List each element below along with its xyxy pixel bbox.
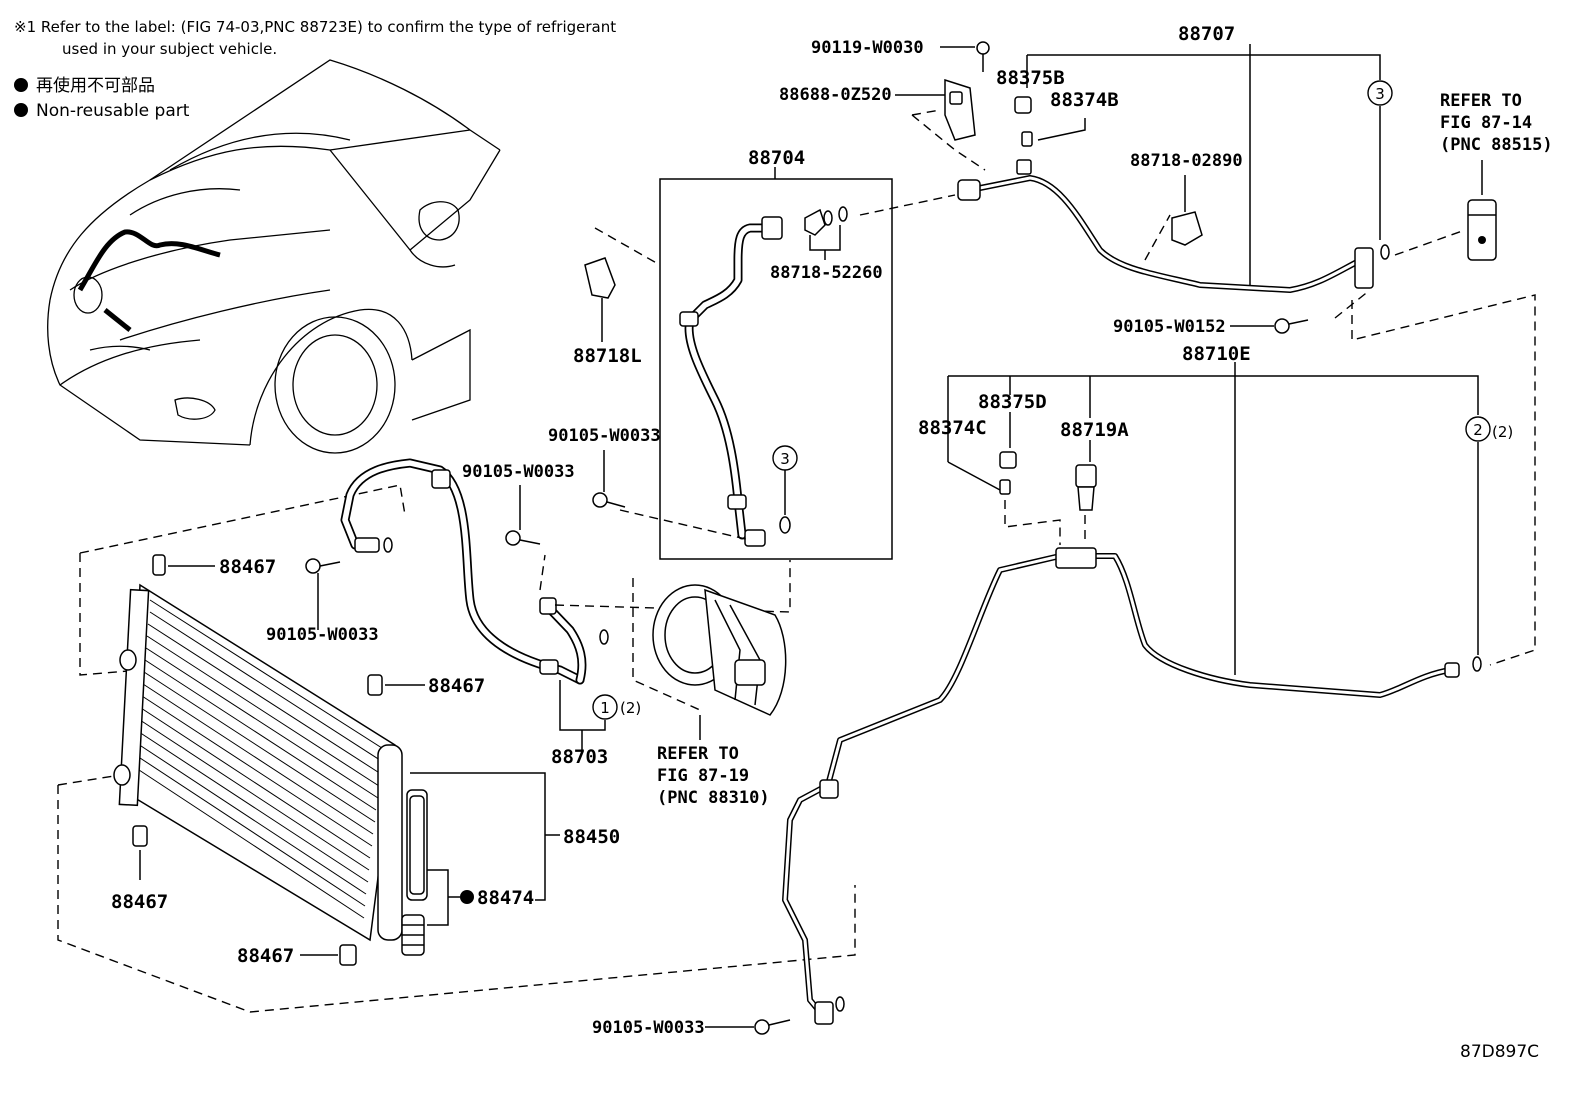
part-label-88704: 88704	[748, 147, 805, 169]
vehicle-illustration	[47, 59, 501, 454]
non-reusable-bullet-icon	[460, 890, 474, 904]
svg-text:1: 1	[600, 699, 610, 717]
suction-hose-box	[659, 178, 893, 560]
refer-to-88515-line2: FIG 87-14	[1440, 113, 1532, 133]
legend-jp: 再使用不可部品	[36, 75, 155, 96]
service-cap	[1014, 96, 1032, 114]
suction-hose	[679, 206, 848, 547]
callout-2-qty: (2)	[1492, 423, 1513, 441]
svg-text:3: 3	[1375, 85, 1385, 103]
part-label-88718-52260: 88718-52260	[770, 263, 883, 283]
part-label-88718l: 88718L	[573, 345, 642, 367]
refer-to-88515-line1: REFER TO	[1440, 91, 1522, 111]
refrigerant-note-line1: ※1 Refer to the label: (FIG 74-03,PNC 88…	[14, 18, 616, 36]
refer-to-88515-line3: (PNC 88515)	[1440, 135, 1553, 155]
part-label-88467: 88467	[428, 675, 485, 697]
refer-to-88310-line2: FIG 87-19	[657, 766, 749, 786]
part-label-90105-w0033: 90105-W0033	[266, 625, 379, 645]
valve-core	[999, 479, 1011, 495]
part-label-88374c: 88374C	[918, 417, 987, 439]
bolt-icon	[505, 530, 541, 546]
part-label-88467: 88467	[111, 891, 168, 913]
part-label-90119-w0030: 90119-W0030	[811, 38, 924, 58]
leader-line	[410, 772, 546, 901]
hose-bracket	[584, 257, 616, 342]
part-label-88375b: 88375B	[996, 67, 1065, 89]
part-label-88474: 88474	[477, 887, 534, 909]
refer-to-88310-line1: REFER TO	[657, 744, 739, 764]
bolt-icon	[754, 1019, 791, 1035]
bolt-icon	[592, 450, 626, 508]
compressor-illustration	[632, 578, 787, 740]
expansion-valve	[1467, 160, 1497, 261]
part-label-90105-w0033: 90105-W0033	[592, 1018, 705, 1038]
part-label-90105-w0152: 90105-W0152	[1113, 317, 1226, 337]
refer-to-88310-line3: (PNC 88310)	[657, 788, 770, 808]
part-label-90105-w0033: 90105-W0033	[462, 462, 575, 482]
refrigerant-note-line2: used in your subject vehicle.	[62, 40, 277, 58]
legend-en: Non-reusable part	[36, 101, 190, 121]
callout-2: 2	[1465, 416, 1491, 442]
bolt-icon	[1274, 318, 1309, 334]
non-reusable-bullet-icon	[14, 78, 28, 92]
part-label-88707: 88707	[1178, 23, 1235, 45]
pipe-clamp-bracket	[944, 78, 976, 141]
leader-line	[427, 869, 449, 926]
bolt-icon	[305, 558, 341, 630]
condenser-assembly	[57, 484, 856, 1013]
part-label-88688-0z520: 88688-0Z520	[779, 85, 892, 105]
part-label-90105-w0033: 90105-W0033	[548, 426, 661, 446]
part-label-88375d: 88375D	[978, 391, 1047, 413]
discharge-hose	[340, 458, 609, 685]
part-label-88374b: 88374B	[1050, 89, 1119, 111]
part-label-88703: 88703	[551, 746, 608, 768]
non-reusable-bullet-icon	[14, 103, 28, 117]
diagram-code: 87D897C	[1460, 1042, 1539, 1062]
svg-text:3: 3	[780, 450, 790, 468]
part-label-88718-02890: 88718-02890	[1130, 151, 1243, 171]
part-label-88467: 88467	[237, 945, 294, 967]
callout-3-hose: 3	[772, 445, 798, 471]
part-label-88467: 88467	[219, 556, 276, 578]
part-label-88719a: 88719A	[1060, 419, 1129, 441]
pipe-clamp	[1171, 175, 1203, 246]
callout-1: 1	[592, 694, 618, 720]
callout-1-qty: (2)	[620, 699, 641, 717]
callout-3-top: 3	[1367, 80, 1393, 106]
liquid-pipe	[782, 547, 1482, 1025]
valve-core	[1021, 131, 1033, 147]
part-label-88450: 88450	[563, 826, 620, 848]
service-cap	[999, 451, 1017, 469]
pressure-switch	[1075, 440, 1097, 511]
screw-icon	[976, 41, 990, 72]
part-label-88710e: 88710E	[1182, 343, 1251, 365]
cooler-pipe	[957, 175, 1390, 293]
svg-text:2: 2	[1473, 421, 1483, 439]
